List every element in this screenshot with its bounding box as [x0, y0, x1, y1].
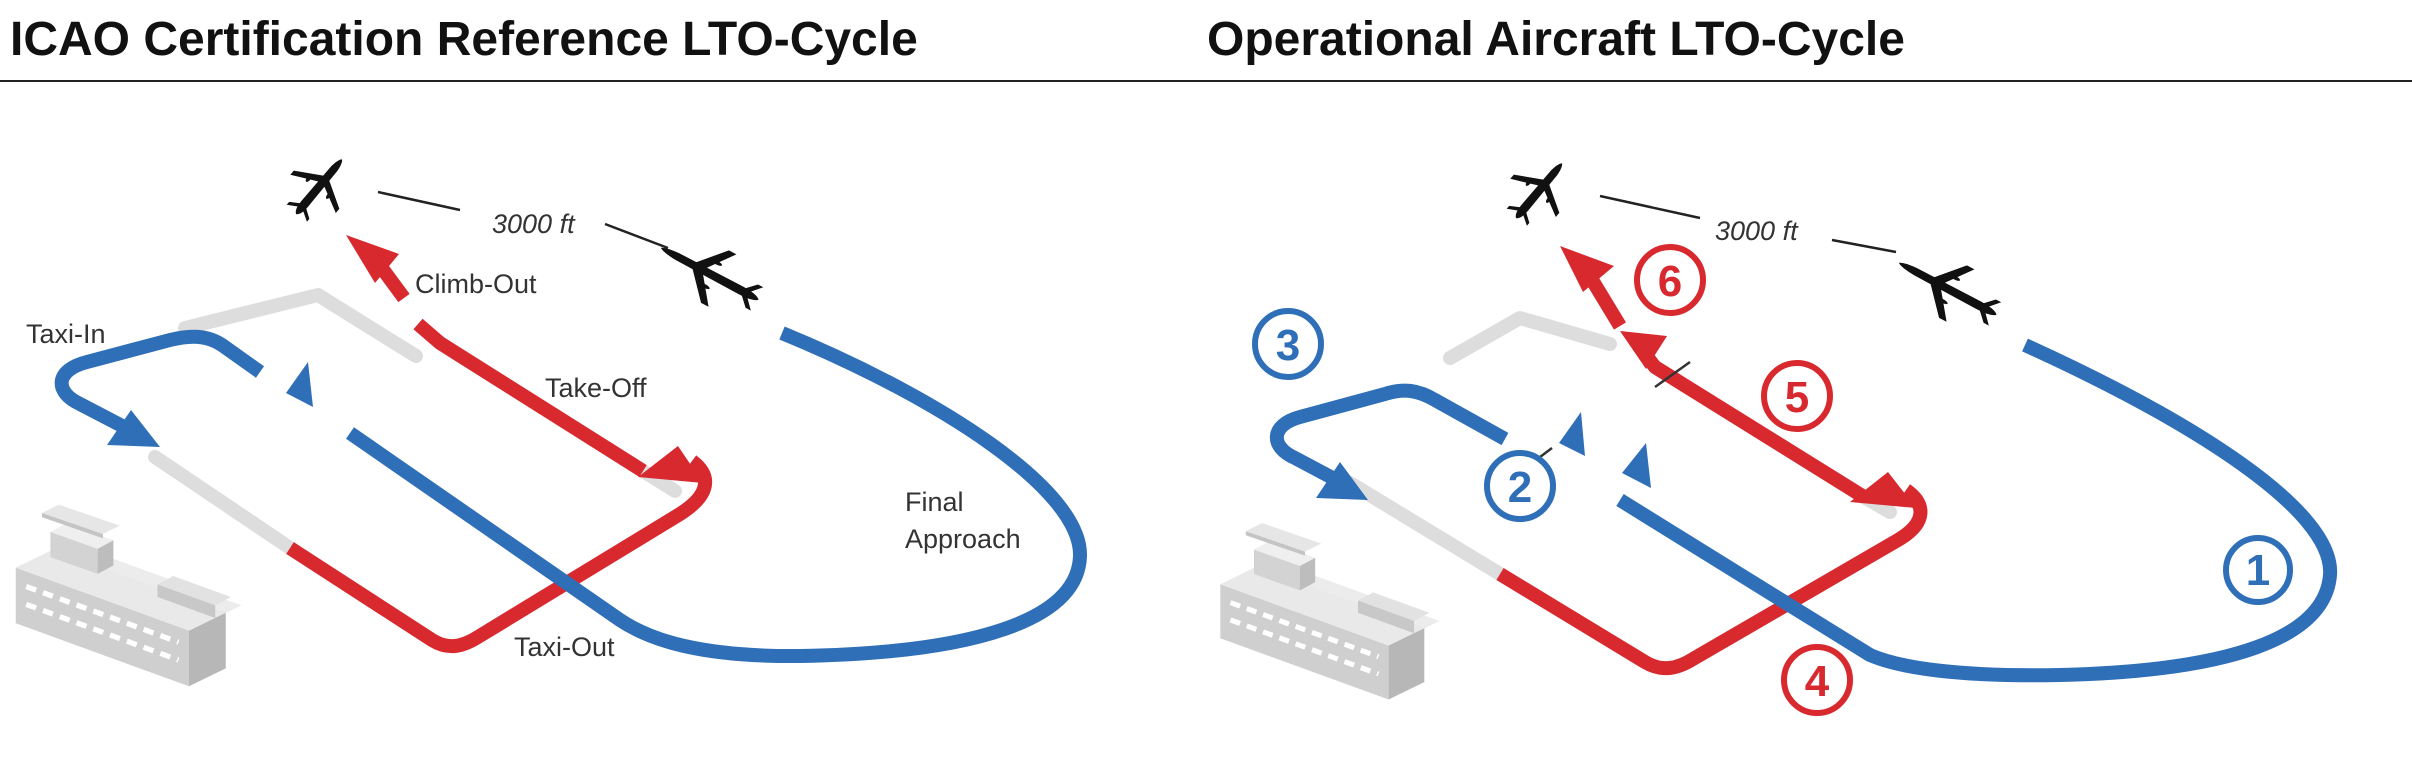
svg-text:1: 1 [2246, 546, 2270, 595]
panel-operational-cycle: 3000 ft 1 2 3 4 5 6 [1200, 100, 2400, 778]
altitude-label: 3000 ft [1715, 216, 1799, 246]
svg-text:6: 6 [1658, 257, 1682, 306]
climbing-airplane-icon [273, 140, 365, 234]
svg-text:3: 3 [1276, 321, 1300, 370]
phase-marker-1: 1 [2223, 535, 2293, 605]
altitude-connector [377, 190, 669, 250]
diagram-icao-cycle: 3000 ft Taxi-In Climb-Out Take-Off Final… [0, 140, 1088, 778]
label-final: Final [905, 487, 964, 517]
terminal-building-icon [16, 505, 242, 687]
label-approach: Approach [905, 524, 1021, 554]
taxi-in-arrowhead-icon [1316, 462, 1368, 500]
climbing-airplane-icon [1493, 144, 1585, 238]
altitude-label: 3000 ft [492, 209, 576, 239]
taxi-in-arrowhead-icon [107, 410, 160, 447]
label-taxi-in: Taxi-In [26, 319, 106, 349]
label-climb-out: Climb-Out [415, 269, 537, 299]
arrival-path [1269, 338, 2338, 683]
terminal-building-icon [1220, 523, 1439, 699]
svg-text:4: 4 [1805, 657, 1830, 706]
altitude-connector [1599, 194, 1897, 254]
header-divider [0, 80, 2412, 82]
title-icao-certification: ICAO Certification Reference LTO-Cycle [10, 13, 918, 66]
runway-path [148, 288, 682, 555]
title-operational-cycle: Operational Aircraft LTO-Cycle [1207, 13, 1905, 66]
panel-icao-cycle: 3000 ft Taxi-In Climb-Out Take-Off Final… [0, 100, 1200, 778]
svg-text:2: 2 [1508, 463, 1532, 512]
diagram-operational-cycle: 3000 ft 1 2 3 4 5 6 [1200, 144, 2338, 716]
phase-marker-6: 6 [1634, 244, 1706, 316]
phase-marker-5: 5 [1761, 360, 1833, 432]
climb-out-arrowhead-icon [1560, 246, 1614, 292]
runway-path [1343, 311, 1897, 581]
take-off-arrowhead-icon [638, 446, 703, 483]
phase-1-arrowhead-icon [1622, 443, 1651, 488]
phase-marker-4: 4 [1781, 644, 1853, 716]
label-take-off: Take-Off [545, 373, 647, 403]
departure-path [1496, 256, 1928, 676]
phase-marker-3: 3 [1252, 308, 1324, 380]
approaching-airplane-icon [1885, 236, 2011, 341]
runway-arrowhead-icon [286, 362, 313, 407]
approaching-airplane-icon [647, 221, 773, 326]
take-off-arrowhead-icon [1850, 472, 1916, 508]
label-taxi-out: Taxi-Out [514, 632, 615, 662]
phase-marker-2: 2 [1484, 450, 1556, 522]
arrival-path [54, 326, 1088, 664]
climb-out-arrowhead-icon [346, 235, 399, 283]
svg-text:5: 5 [1785, 373, 1809, 422]
phase-2-arrowhead-icon [1559, 412, 1585, 456]
phase-5-arrowhead-icon [1620, 331, 1667, 369]
